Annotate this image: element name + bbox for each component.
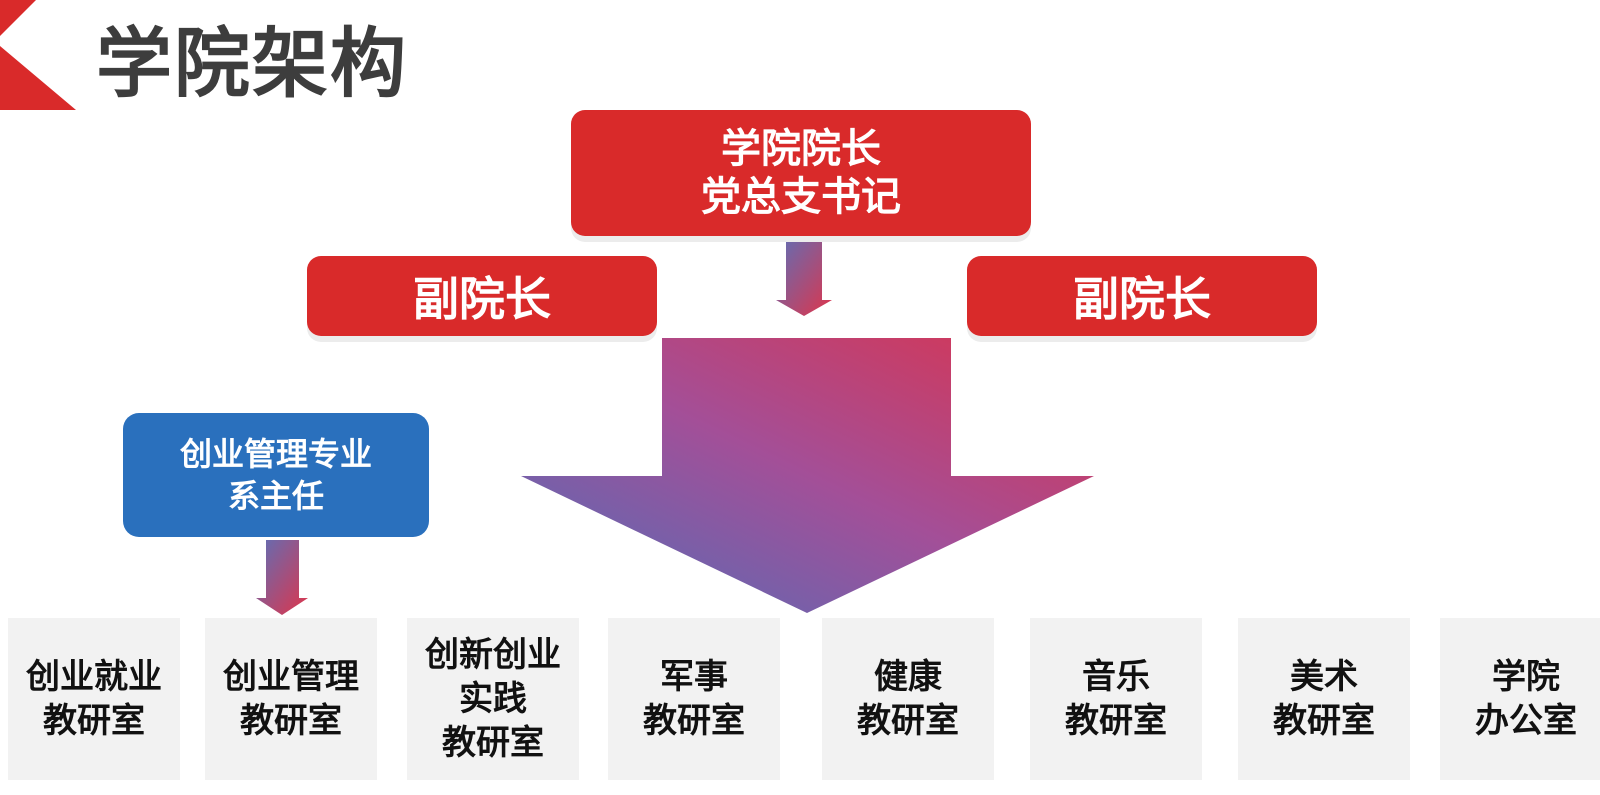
office-line: 实践: [459, 679, 527, 719]
dean-arrow: [776, 238, 832, 316]
office-line: 音乐: [1082, 657, 1150, 697]
office-box-4: 军事 教研室: [608, 618, 780, 780]
dean-title: 学院院长: [721, 126, 881, 172]
main-flow-arrow: [521, 338, 1094, 613]
office-line: 健康: [874, 657, 942, 697]
office-box-1: 创业就业 教研室: [8, 618, 180, 780]
office-line: 教研室: [1273, 701, 1375, 741]
office-line: 学院: [1492, 657, 1560, 697]
office-box-7: 美术 教研室: [1238, 618, 1410, 780]
vice-dean-box-left: 副院长: [307, 256, 657, 336]
dept-head-box: 创业管理专业 系主任: [123, 413, 429, 537]
office-box-2: 创业管理 教研室: [205, 618, 377, 780]
party-secretary-title: 党总支书记: [701, 174, 901, 220]
office-line: 创业就业: [26, 657, 162, 697]
office-line: 创新创业: [425, 635, 561, 675]
office-line: 美术: [1290, 657, 1358, 697]
office-line: 教研室: [43, 701, 145, 741]
office-line: 军事: [660, 657, 728, 697]
office-box-6: 音乐 教研室: [1030, 618, 1202, 780]
office-line: 教研室: [442, 723, 544, 763]
vice-dean-box-right: 副院长: [967, 256, 1317, 336]
office-box-5: 健康 教研室: [822, 618, 994, 780]
office-line: 创业管理: [223, 657, 359, 697]
office-line: 办公室: [1475, 701, 1577, 741]
office-line: 教研室: [643, 701, 745, 741]
dept-head-line1: 创业管理专业: [179, 435, 372, 473]
page-title: 学院架构: [96, 19, 408, 108]
dean-box: 学院院长 党总支书记: [571, 110, 1031, 236]
dept-head-line2: 系主任: [227, 477, 324, 515]
office-line: 教研室: [240, 701, 342, 741]
office-box-3: 创新创业 实践 教研室: [407, 618, 579, 780]
office-box-8: 学院 办公室: [1440, 618, 1600, 780]
corner-logo-mark: [0, 0, 76, 110]
dept-head-arrow: [256, 540, 308, 615]
office-line: 教研室: [857, 701, 959, 741]
office-line: 教研室: [1065, 701, 1167, 741]
